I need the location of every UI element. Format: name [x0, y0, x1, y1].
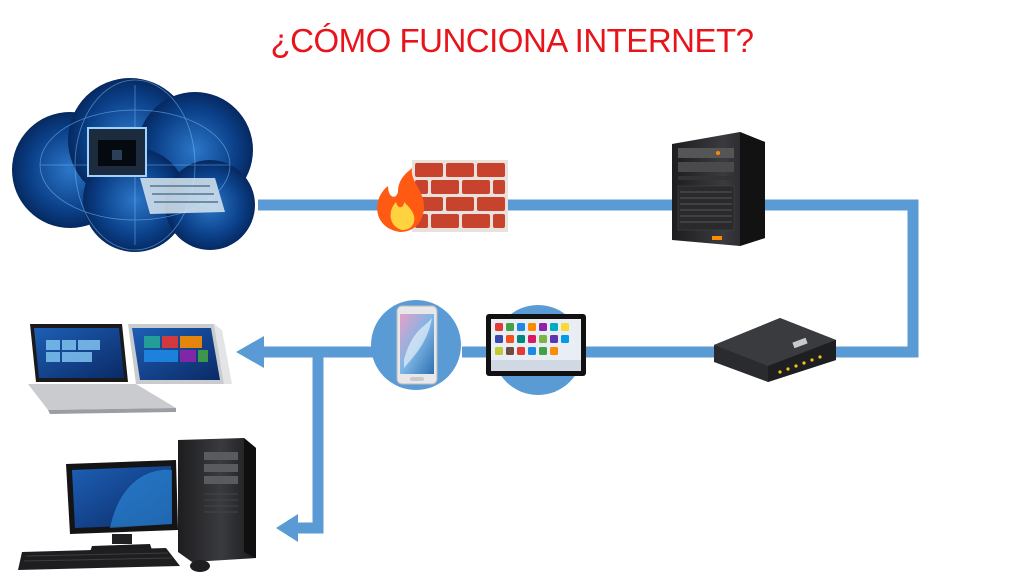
- link-server-to-router: [765, 199, 919, 358]
- arrow-to-laptops: [236, 336, 264, 368]
- cloud-network-cable-icon: [12, 78, 255, 252]
- desktop-computer-icon: [18, 438, 256, 572]
- link-to-desktop: [296, 352, 324, 534]
- laptop-icon: [28, 324, 232, 414]
- arrow-to-desktop: [276, 514, 298, 542]
- connection-lines: [258, 199, 919, 534]
- server-tower-icon: [672, 132, 765, 246]
- router-modem-icon: [714, 318, 836, 382]
- smartphone-icon: [371, 300, 461, 390]
- firewall-brick-wall-icon: [377, 160, 508, 232]
- diagram-title: ¿CÓMO FUNCIONA INTERNET?: [270, 22, 754, 59]
- tablet-icon: [486, 305, 586, 395]
